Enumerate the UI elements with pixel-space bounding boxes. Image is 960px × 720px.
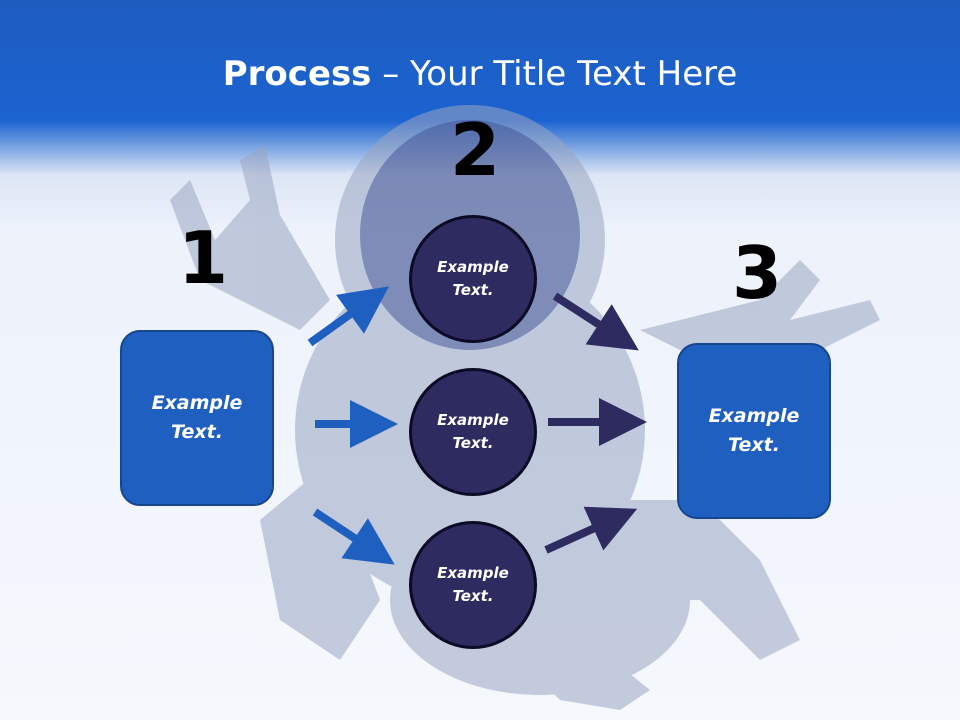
arrow-left-to-top [307,286,390,347]
arrow-bottom-to-right [544,506,638,554]
title-rest: – Your Title Text Here [371,54,738,94]
circle-middle-text: Example Text. [437,411,509,452]
arrow-left-to-bottom [312,508,395,565]
right-process-box[interactable]: Example Text. [677,343,831,519]
step-number-2: 2 [450,108,501,192]
process-circle-bottom[interactable]: Example Text. [409,521,537,649]
step-number-1: 1 [178,216,229,300]
title-bold: Process [222,54,372,94]
left-box-text: Example Text. [151,392,243,443]
arrow-top-to-right [552,292,639,351]
process-circle-top[interactable]: Example Text. [409,215,537,343]
right-box-text: Example Text. [708,405,800,456]
circle-bottom-text: Example Text. [437,564,509,605]
left-process-box[interactable]: Example Text. [120,330,274,506]
circle-top-text: Example Text. [437,258,509,299]
step-number-3: 3 [732,231,783,315]
process-circle-middle[interactable]: Example Text. [409,368,537,496]
slide-title: Process – Your Title Text Here [0,54,960,94]
